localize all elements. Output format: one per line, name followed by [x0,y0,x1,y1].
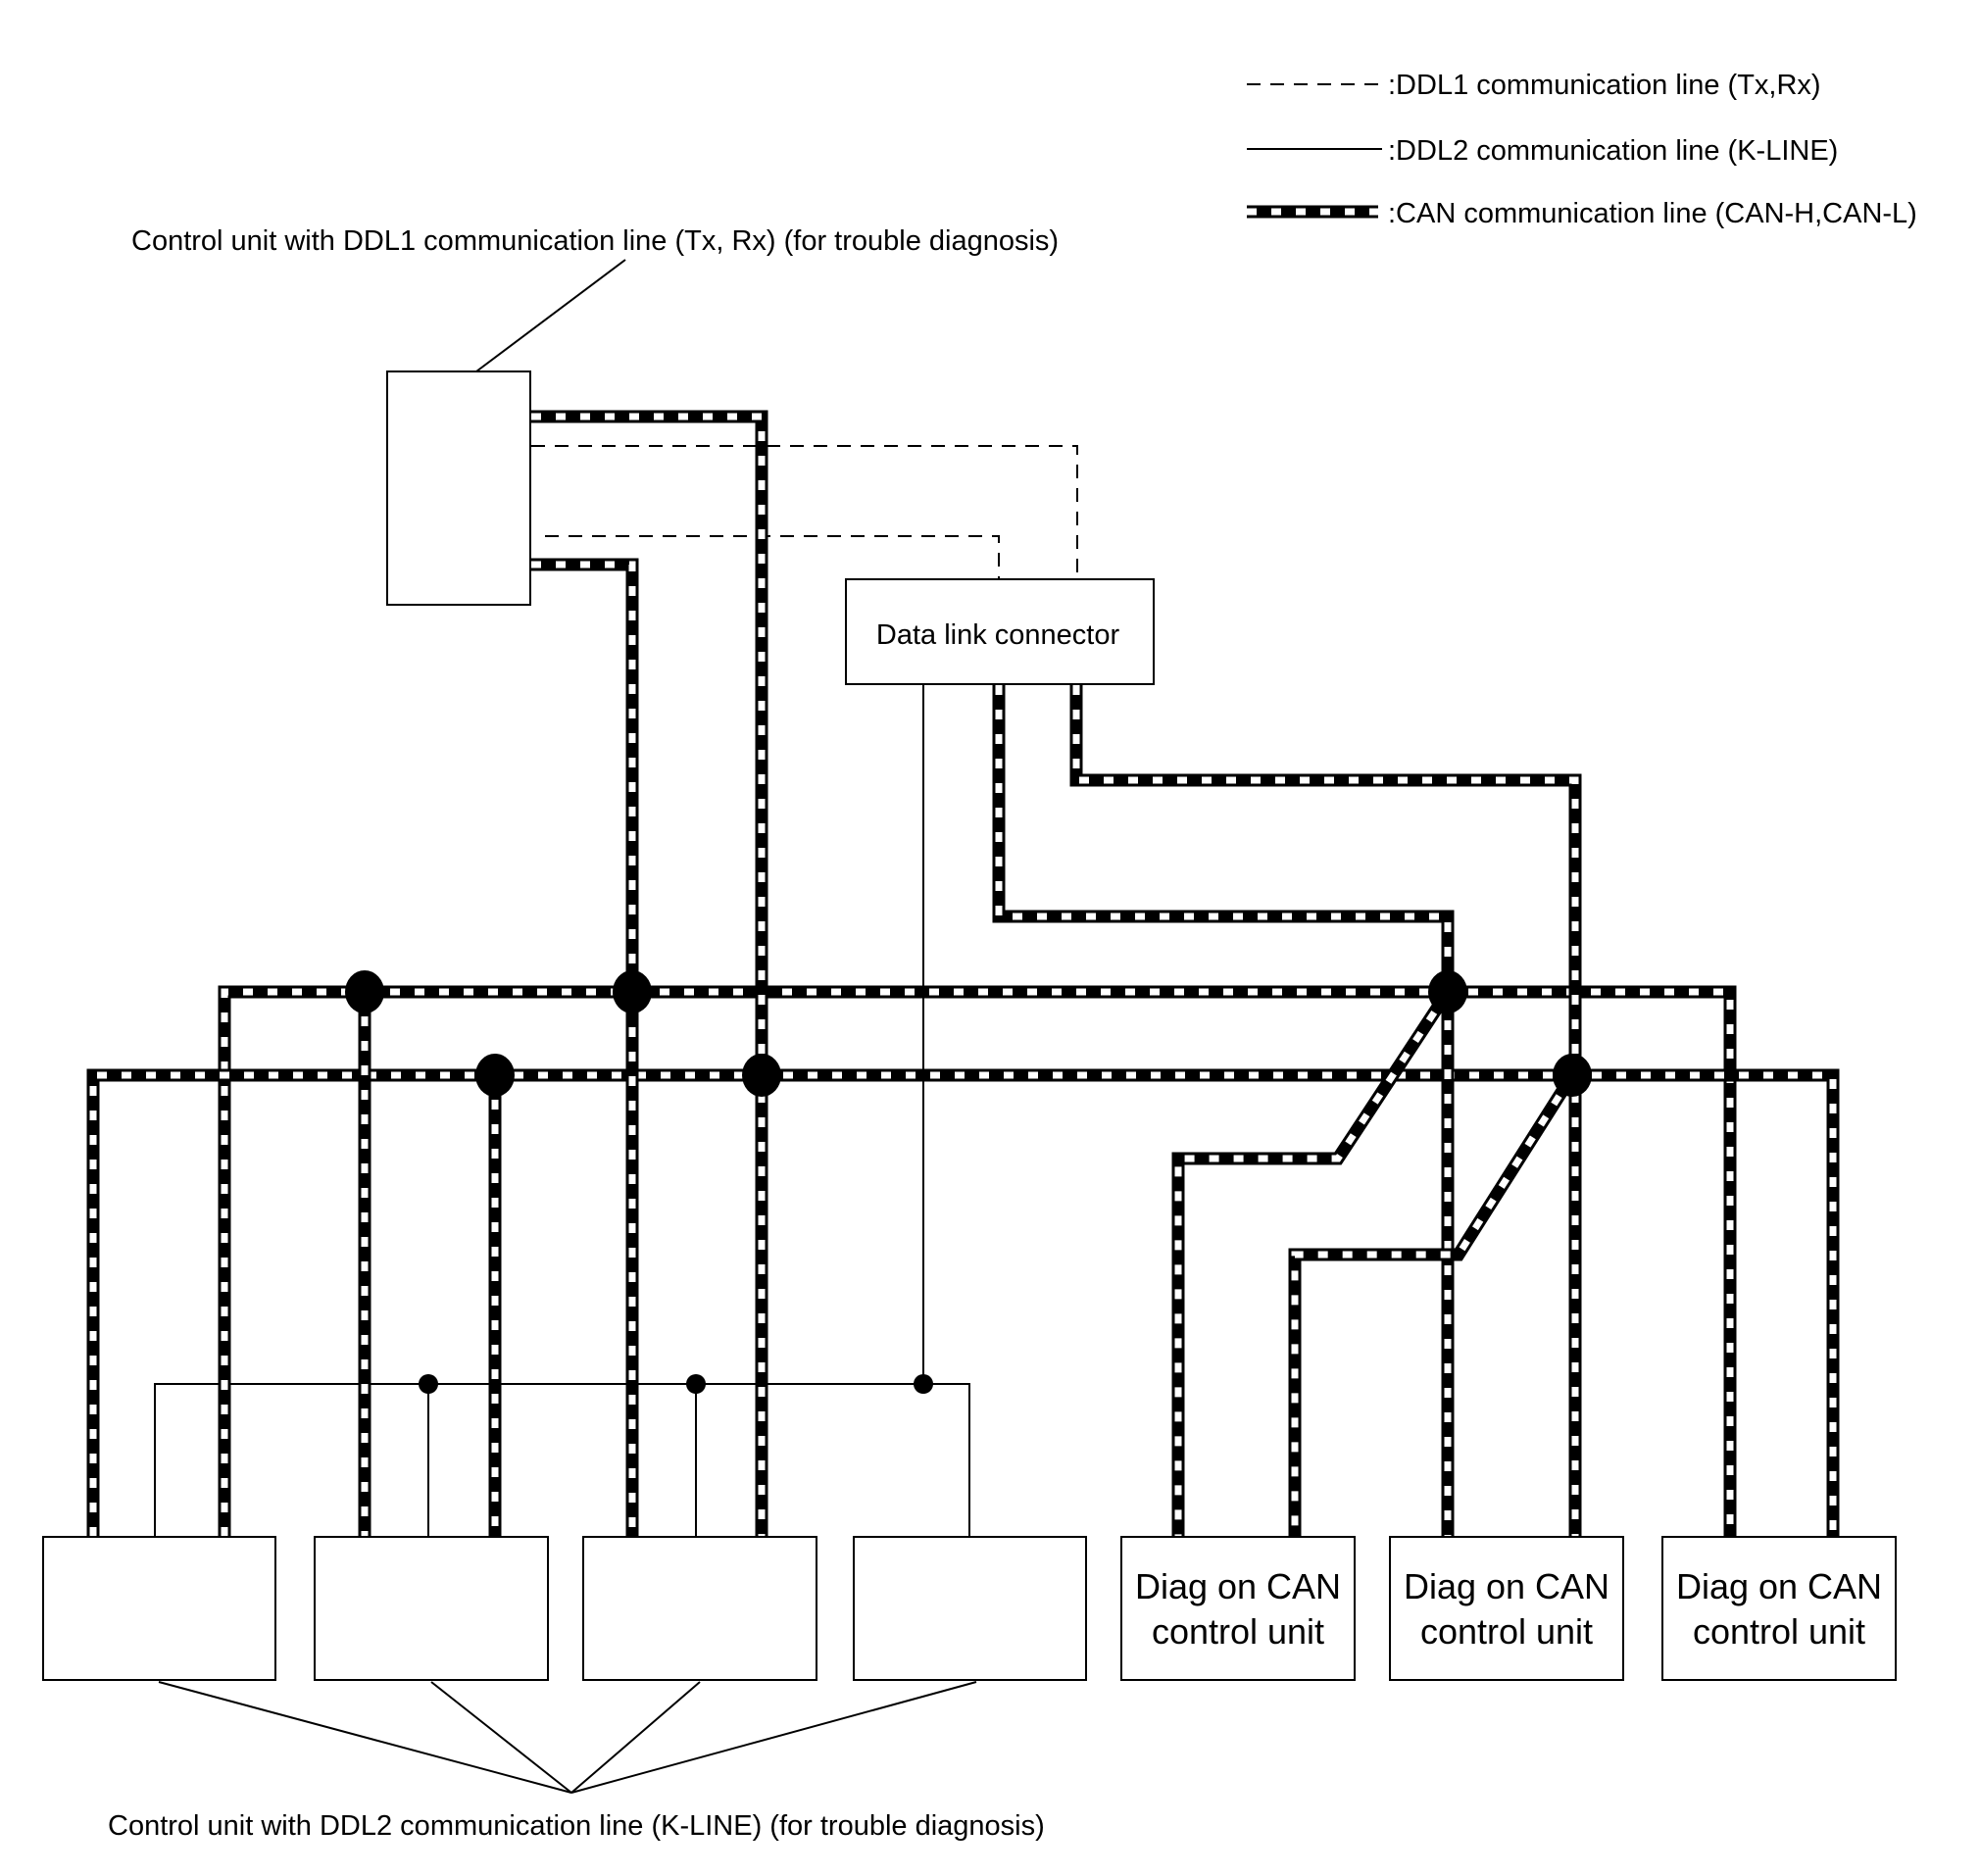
diag-unit-line2: control unit [1693,1611,1865,1652]
diag-unit-box[interactable] [1389,1536,1624,1681]
ddl1-unit-label: Control unit with DDL1 communication lin… [131,225,1059,257]
leader-line [570,1681,701,1794]
can-dlc-right [1069,685,1582,1537]
k-line-junction [419,1374,438,1394]
can-line-dash [89,1071,1837,1537]
ddl2-control-unit[interactable] [42,1536,276,1681]
data-link-connector-label: Data link connector [876,619,1120,651]
legend: :DDL1 communication line (Tx,Rx) :DDL2 c… [1247,70,1917,229]
k-line-junction [914,1374,933,1394]
legend-can-label: :CAN communication line (CAN-H,CAN-L) [1388,198,1917,229]
data-link-connector-box[interactable] [845,578,1155,685]
can-line-dash [221,988,1734,1537]
can-line-dash [995,685,1452,1537]
can-lines [86,410,1840,1537]
can-diag1-lower [1288,1071,1578,1537]
can-line-outer [531,410,768,1537]
ddl1-line-tx [531,445,1078,579]
can-line-outer [1069,685,1582,1537]
can-bus-upper [218,985,1737,1537]
can-dlc-left [992,685,1455,1537]
diag-unit-line2: control unit [1420,1611,1593,1652]
ddl1-unit-leader [475,259,626,372]
can-diag1-upper [1171,988,1454,1537]
can-junction [1428,970,1467,1013]
diag-unit-line1: Diag on CAN [1404,1566,1609,1606]
leader-line [570,1681,977,1794]
can-bus-lower [86,1068,1840,1537]
k-line [154,685,970,1537]
can-line-dash [531,413,766,1537]
leader-line [158,1681,572,1794]
can-junction [613,970,652,1013]
can-line-outer [992,685,1455,1537]
diag-on-can-unit[interactable]: Diag on CAN control unit [1120,1536,1356,1681]
can-junction [742,1054,781,1097]
legend-ddl1-label: :DDL1 communication line (Tx,Rx) [1388,70,1821,101]
leader-line [430,1681,572,1794]
ddl2-control-unit[interactable] [314,1536,549,1681]
can-junctions [345,970,1592,1097]
can-top-unit-upper [531,410,768,1537]
data-link-connector[interactable]: Data link connector [845,578,1155,685]
can-junction [345,970,384,1013]
diag-on-can-units: Diag on CAN control unit Diag on CAN con… [1120,1536,1897,1681]
can-line-outer [531,558,639,1537]
diag-on-can-unit[interactable]: Diag on CAN control unit [1389,1536,1624,1681]
can-junction [475,1054,515,1097]
can-line-dash [1072,685,1579,1537]
ddl2-unit-leaders [158,1681,977,1794]
ddl2-control-units [42,1536,1087,1681]
can-junction [1553,1054,1592,1097]
can-line-dash [1174,990,1451,1537]
ddl2-units-label: Control unit with DDL2 communication lin… [108,1810,1045,1842]
diag-unit-box[interactable] [1120,1536,1356,1681]
can-line-dash [531,561,636,1537]
diag-unit-box[interactable] [1661,1536,1897,1681]
can-line-dash [1291,1073,1575,1537]
diag-unit-line1: Diag on CAN [1676,1566,1882,1606]
diag-unit-line1: Diag on CAN [1135,1566,1341,1606]
ddl1-line-rx [545,535,1000,579]
legend-ddl2-label: :DDL2 communication line (K-LINE) [1388,135,1838,167]
k-line-junction [686,1374,706,1394]
k-line-trunk [154,1383,970,1537]
ddl2-control-unit[interactable] [582,1536,817,1681]
can-top-unit-lower [531,558,639,1537]
diag-unit-line2: control unit [1152,1611,1324,1652]
ddl1-control-unit[interactable] [386,370,531,606]
ddl2-control-unit[interactable] [853,1536,1087,1681]
diag-on-can-unit[interactable]: Diag on CAN control unit [1661,1536,1897,1681]
